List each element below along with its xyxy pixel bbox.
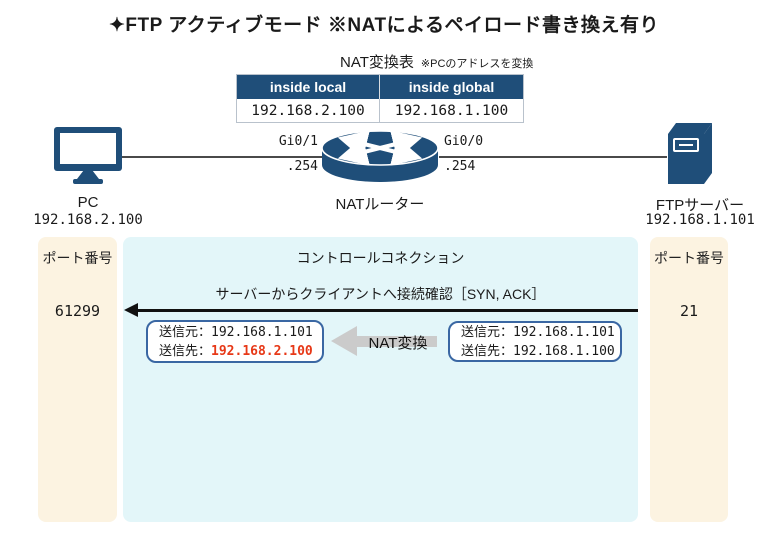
pc-monitor-stand	[77, 171, 99, 179]
nat-table-header-inside-global: inside global	[380, 75, 523, 99]
link-pc-to-router	[122, 156, 322, 158]
packet-before-dst-line: 送信先：192.168.1.100	[461, 342, 620, 361]
packet-after-src-ip: 192.168.1.101	[211, 324, 313, 340]
pc-monitor-screen	[60, 133, 116, 164]
nat-table-header-row: inside local inside global	[237, 75, 523, 99]
nat-table-title: NAT変換表	[340, 54, 414, 71]
syn-ack-arrow-line	[138, 309, 638, 312]
nat-table-header-inside-local: inside local	[237, 75, 380, 99]
packet-before-dst-label: 送信先：	[461, 342, 514, 358]
syn-ack-arrowhead-icon	[124, 303, 138, 317]
router-label: NATルーター	[335, 196, 425, 213]
router-right-ip-label: .254	[444, 159, 476, 174]
client-port-number: 61299	[54, 302, 101, 320]
server-label: FTPサーバー	[655, 197, 745, 214]
packet-after-dst-label: 送信先：	[159, 342, 212, 358]
nat-translation-table: inside local inside global 192.168.2.100…	[236, 74, 524, 123]
nat-conversion-label: NAT変換	[368, 335, 428, 352]
right-port-column-header: ポート番号	[654, 250, 724, 266]
pc-ip: 192.168.2.100	[33, 212, 143, 228]
packet-after-src-label: 送信元：	[159, 323, 212, 339]
router-left-interface-label: Gi0/1	[278, 134, 318, 149]
connection-title: コントロールコネクション	[296, 250, 465, 266]
nat-conversion-arrowhead-icon	[331, 326, 357, 356]
packet-after-dst-line: 送信先：192.168.2.100	[159, 342, 322, 361]
syn-ack-arrow-label: サーバーからクライアントへ接続確認［SYN, ACK］	[215, 286, 546, 302]
nat-table-cell-inside-global: 192.168.1.100	[380, 99, 523, 122]
left-port-column	[38, 237, 117, 522]
nat-table-cell-inside-local: 192.168.2.100	[237, 99, 380, 122]
nat-table-caption: NAT変換表 ※PCのアドレスを変換	[340, 51, 533, 72]
packet-before-src-line: 送信元：192.168.1.101	[461, 323, 620, 342]
control-connection-panel	[123, 237, 638, 522]
right-port-column	[650, 237, 728, 522]
link-router-to-server	[439, 156, 667, 158]
packet-after-nat: 送信元：192.168.1.101 送信先：192.168.2.100	[146, 320, 324, 363]
packet-before-dst-ip: 192.168.1.100	[513, 343, 615, 359]
router-left-ip-label: .254	[286, 159, 318, 174]
page-title: ✦FTP アクティブモード ※NATによるペイロード書き換え有り	[109, 15, 659, 36]
packet-before-src-label: 送信元：	[461, 323, 514, 339]
left-port-column-header: ポート番号	[42, 250, 113, 266]
ftp-server-icon	[668, 123, 712, 184]
nat-table-value-row: 192.168.2.100 192.168.1.100	[237, 99, 523, 122]
nat-table-note: ※PCのアドレスを変換	[420, 58, 534, 70]
server-ip: 192.168.1.101	[645, 212, 755, 228]
packet-before-src-ip: 192.168.1.101	[513, 324, 615, 340]
packet-before-nat: 送信元：192.168.1.101 送信先：192.168.1.100	[448, 321, 622, 362]
pc-monitor-base	[73, 179, 103, 184]
packet-after-dst-ip: 192.168.2.100	[211, 343, 313, 359]
nat-router-icon	[321, 130, 439, 182]
pc-label: PC	[77, 194, 99, 211]
packet-after-src-line: 送信元：192.168.1.101	[159, 323, 322, 342]
pc-monitor-icon	[54, 127, 122, 171]
nat-conversion-arrow-bar	[357, 336, 437, 347]
router-right-interface-label: Gi0/0	[444, 134, 484, 149]
server-port-number: 21	[679, 302, 699, 320]
